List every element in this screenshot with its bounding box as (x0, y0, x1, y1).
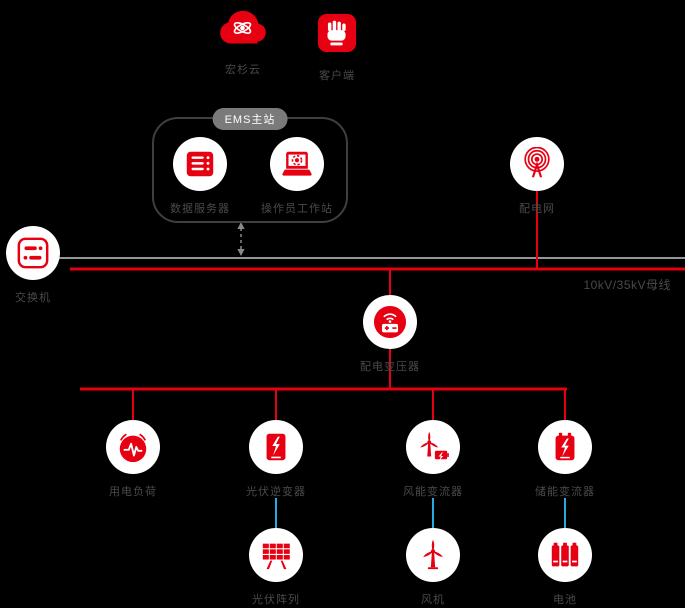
node-distribution-grid: 配电网 (492, 137, 582, 216)
client-icon (317, 13, 357, 53)
wind-converter-icon (406, 420, 460, 474)
inverter-icon (249, 420, 303, 474)
node-label: 数据服务器 (170, 203, 230, 215)
solar-panel-icon (249, 528, 303, 582)
ems-bus-dashed-arrow (237, 222, 245, 256)
load-icon (106, 420, 160, 474)
node-label: 风能变流器 (403, 486, 463, 498)
node-battery: 电池 (520, 528, 610, 607)
node-label: 储能变流器 (535, 486, 595, 498)
node-distribution-transformer: 配电变压器 (345, 295, 435, 374)
node-label: 配电网 (519, 203, 555, 215)
node-label: 电池 (553, 594, 577, 606)
ems-station-box: EMS主站 (152, 108, 348, 223)
node-wind-converter: 风能变流器 (388, 420, 478, 499)
node-client: 客户端 (292, 13, 382, 83)
node-wind-turbine: 风机 (388, 528, 478, 607)
node-switch: 交换机 (0, 226, 78, 305)
node-label: 操作员工作站 (261, 203, 333, 215)
ems-station-title: EMS主站 (212, 108, 288, 130)
bus-voltage-label: 10kV/35kV母线 (583, 278, 671, 292)
node-label: 风机 (421, 594, 445, 606)
node-label: 光伏逆变器 (246, 486, 306, 498)
antenna-icon (510, 137, 564, 191)
node-data-server: 数据服务器 (155, 137, 245, 216)
node-label: 用电负荷 (109, 486, 157, 498)
battery-icon (538, 528, 592, 582)
node-cloud: 宏杉云 (198, 6, 288, 77)
storage-converter-icon (538, 420, 592, 474)
node-storage-converter: 储能变流器 (520, 420, 610, 499)
node-pv-array: 光伏阵列 (231, 528, 321, 607)
node-label: 光伏阵列 (252, 594, 300, 606)
cloud-icon (215, 6, 271, 52)
node-label: 配电变压器 (360, 361, 420, 373)
workstation-icon (270, 137, 324, 191)
node-label: 客户端 (319, 70, 355, 82)
node-label: 交换机 (15, 292, 51, 304)
node-label: 宏杉云 (225, 64, 261, 76)
transformer-icon (363, 295, 417, 349)
node-electric-load: 用电负荷 (88, 420, 178, 499)
wind-turbine-icon (406, 528, 460, 582)
node-operator-workstation: 操作员工作站 (252, 137, 342, 216)
node-pv-inverter: 光伏逆变器 (231, 420, 321, 499)
switch-icon (6, 226, 60, 280)
server-icon (173, 137, 227, 191)
